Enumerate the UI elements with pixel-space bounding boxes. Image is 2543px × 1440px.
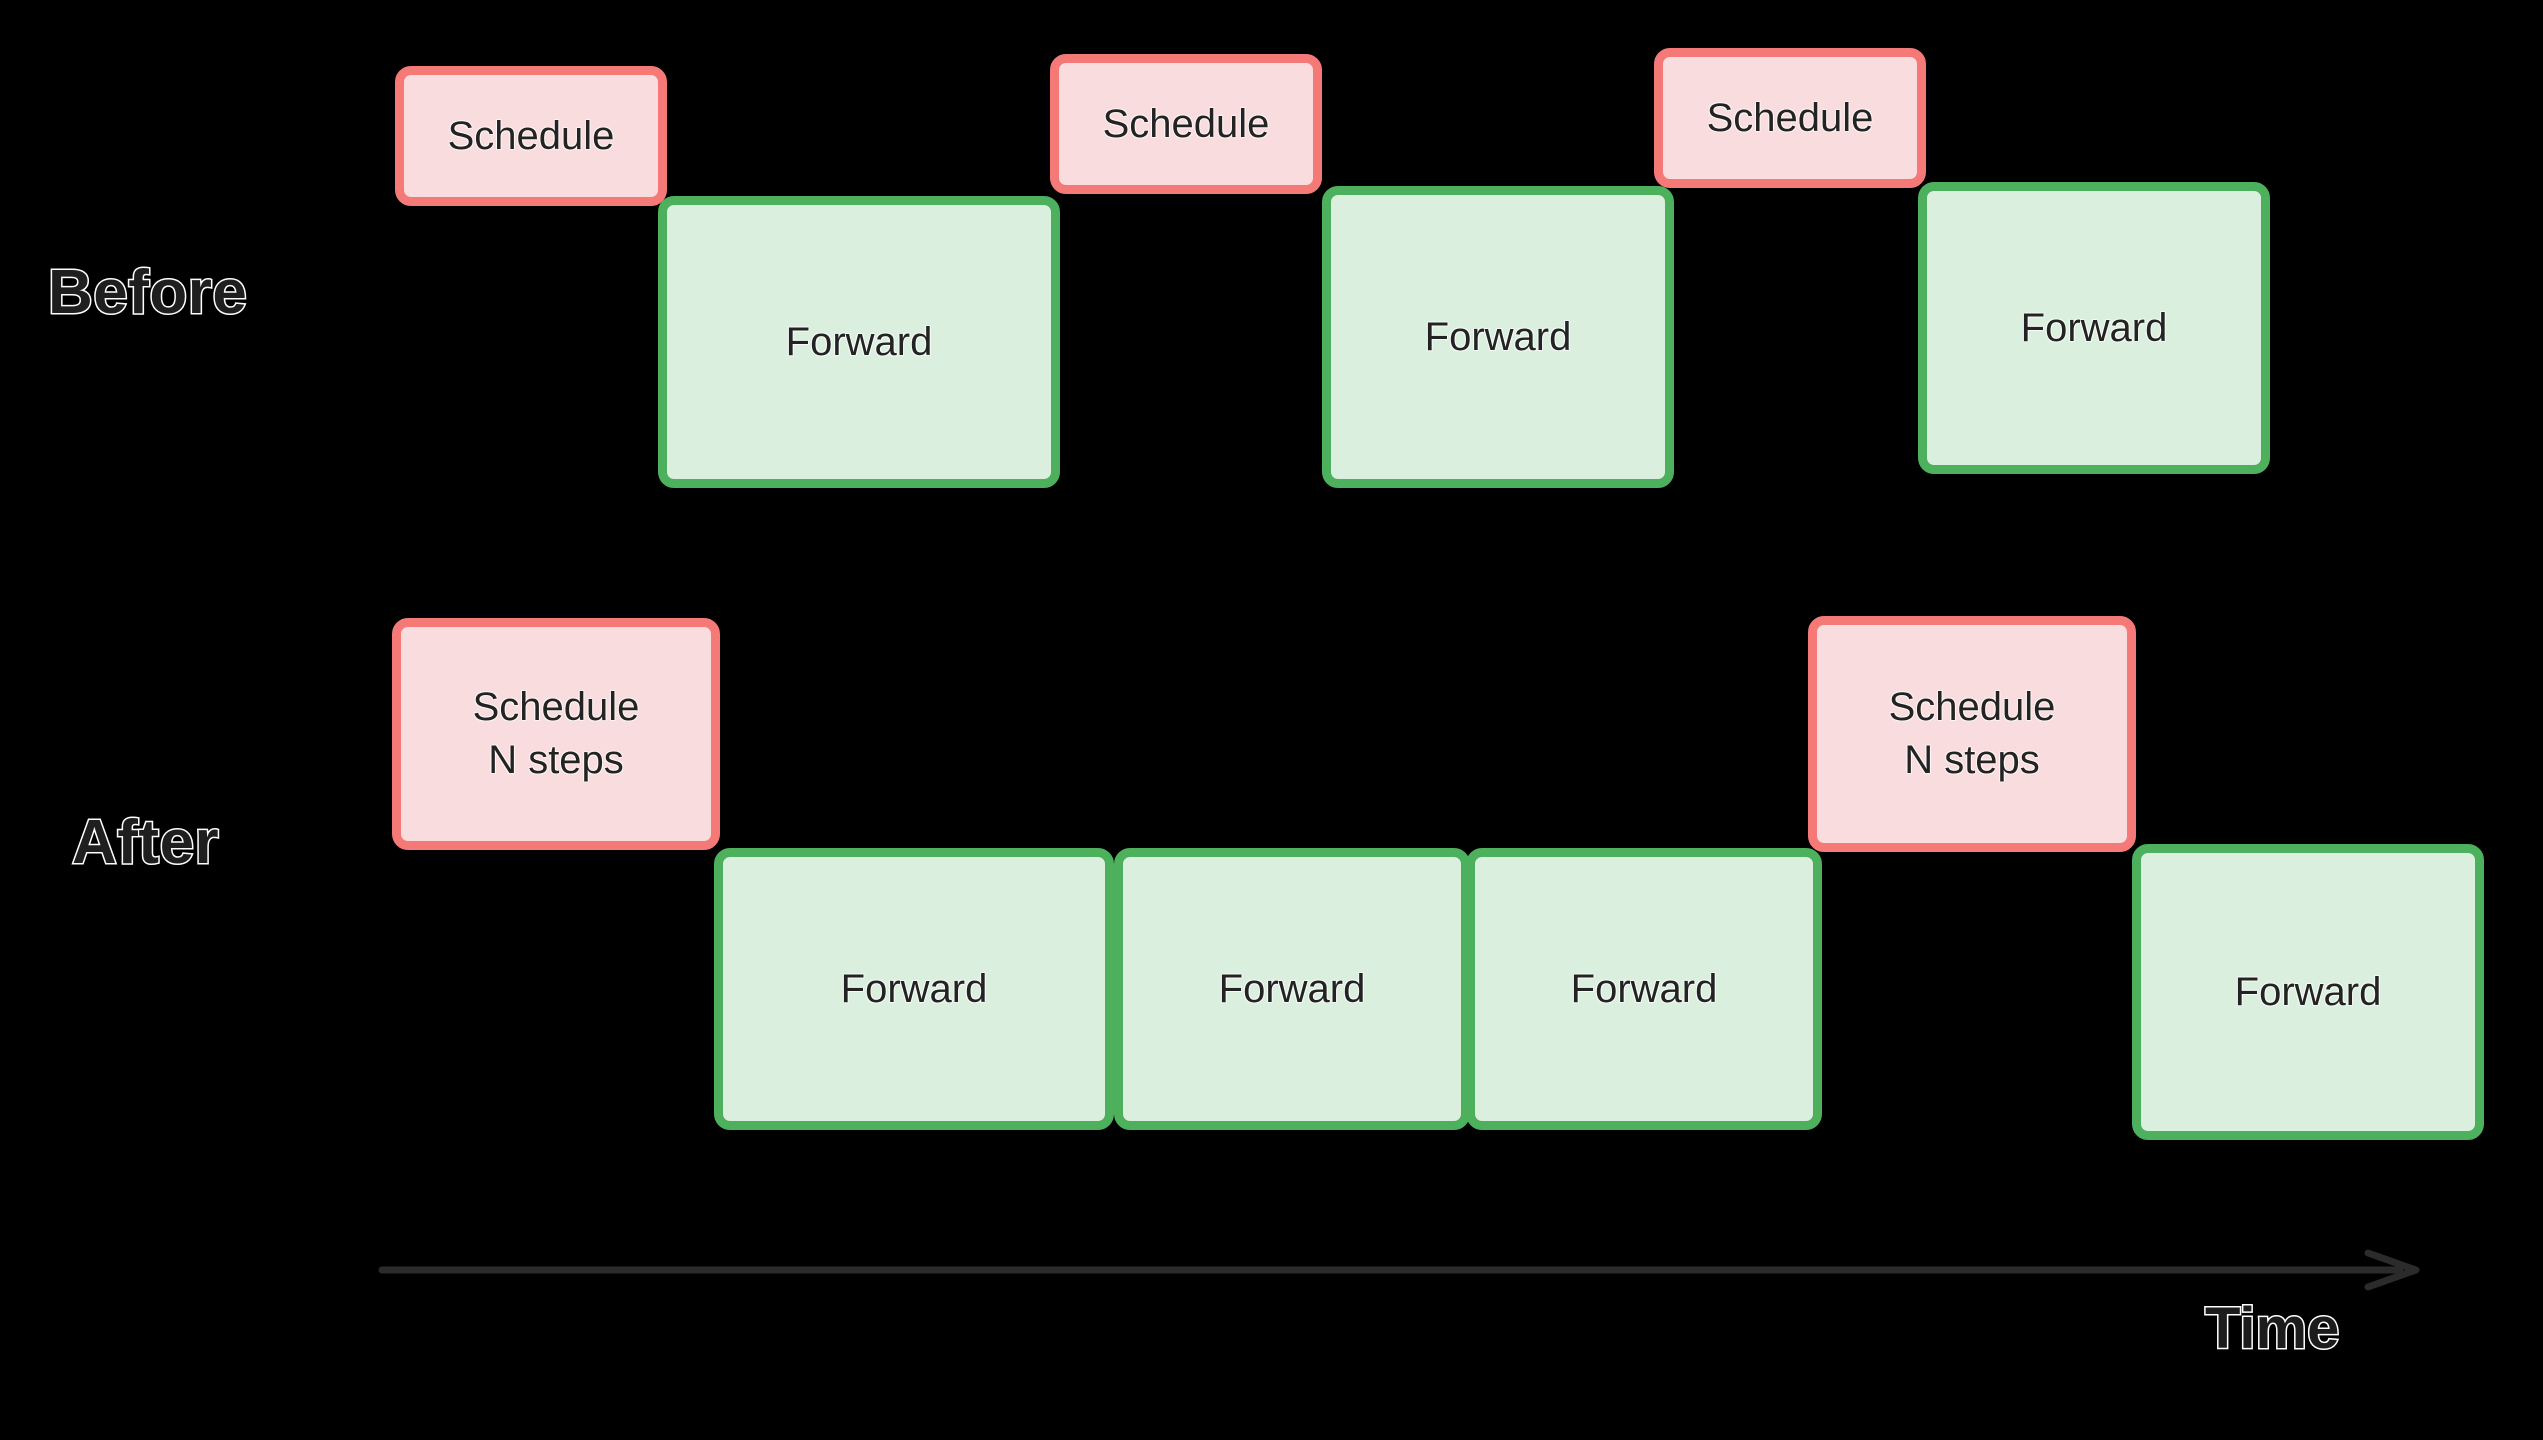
forward-block: Forward — [658, 196, 1060, 488]
forward-block: Forward — [714, 848, 1114, 1130]
schedule-block: Schedule — [395, 66, 667, 206]
schedule-block: Schedule — [1654, 48, 1926, 188]
time-arrow-icon — [378, 1249, 2420, 1291]
forward-block: Forward — [1322, 186, 1674, 488]
forward-block: Forward — [1114, 848, 1470, 1130]
row-label-after: After — [70, 808, 220, 877]
row-label-before: Before — [46, 258, 248, 327]
forward-block: Forward — [1918, 182, 2270, 474]
time-axis-label: Time — [2203, 1296, 2340, 1361]
schedule-block: Schedule N steps — [392, 618, 720, 850]
schedule-block: Schedule — [1050, 54, 1322, 194]
forward-block: Forward — [1466, 848, 1822, 1130]
schedule-block: Schedule N steps — [1808, 616, 2136, 852]
time-axis — [378, 1249, 2422, 1291]
forward-block: Forward — [2132, 844, 2484, 1140]
